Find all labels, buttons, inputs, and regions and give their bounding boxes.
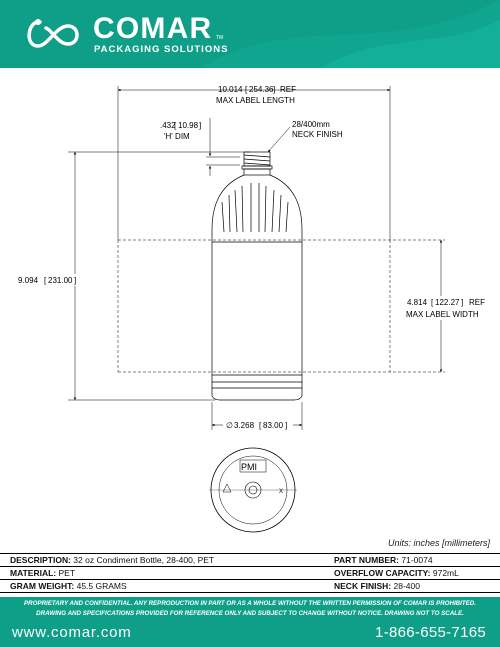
label-width-value: 4.814 (407, 298, 428, 307)
legal-line-2: DRAWING AND SPECIFICATIONS PROVIDED FOR … (36, 610, 464, 617)
overall-height-mm: 231.00 (48, 276, 73, 285)
material-value: PET (58, 568, 76, 578)
svg-text:]: ] (273, 85, 275, 94)
diameter-dimension: ∅ 3.268 [ 83.00 ] (211, 402, 303, 430)
gram-weight-value: 45.5 GRAMS (76, 581, 127, 591)
diameter-value: 3.268 (234, 421, 255, 430)
label-width-mm: 122.27 (435, 298, 460, 307)
overall-height-dimension: 9.094 [ 231.00 ] (14, 151, 250, 401)
neck-finish-callout: 28/400mm NECK FINISH (267, 120, 343, 153)
label-length-mm: 254.36 (249, 85, 274, 94)
comar-loop-logo-icon (27, 19, 79, 48)
website-link[interactable]: www.comar.com (12, 624, 132, 641)
gram-weight-cell: GRAM WEIGHT: 45.5 GRAMS (0, 579, 324, 593)
neck-finish-spec-value: 28-400 (393, 581, 420, 591)
h-dim-value: .432 (160, 121, 176, 130)
description-value: 32 oz Condiment Bottle, 28-400, PET (73, 555, 215, 565)
label-length-caption: MAX LABEL LENGTH (216, 96, 295, 105)
svg-text:]: ] (74, 276, 76, 285)
svg-text:]: ] (285, 421, 287, 430)
header-wave-decoration (200, 0, 500, 68)
brand-name: COMAR (93, 12, 213, 45)
svg-text:[: [ (431, 298, 434, 307)
svg-text:[: [ (259, 421, 262, 430)
description-cell: DESCRIPTION: 32 oz Condiment Bottle, 28-… (0, 553, 324, 567)
brand-tagline: PACKAGING SOLUTIONS (94, 44, 229, 55)
svg-text:[: [ (245, 85, 248, 94)
svg-text:[: [ (44, 276, 47, 285)
label-width-ref: REF (469, 298, 485, 307)
label-width-caption: MAX LABEL WIDTH (406, 310, 479, 319)
neck-finish-cell: NECK FINISH: 28-400 (324, 579, 500, 593)
base-x-mark: X (279, 489, 283, 495)
phone-number[interactable]: 1-866-655-7165 (375, 624, 486, 641)
spec-row: GRAM WEIGHT: 45.5 GRAMS NECK FINISH: 28-… (0, 579, 500, 593)
label-length-dimension: 10.014 [ 254.36 ] REF MAX LABEL LENGTH (117, 85, 391, 240)
spec-table: DESCRIPTION: 32 oz Condiment Bottle, 28-… (0, 553, 500, 593)
label-width-dimension: 4.814 [ 122.27 ] REF MAX LABEL WIDTH (404, 240, 496, 372)
material-cell: MATERIAL: PET (0, 566, 324, 580)
spec-row: MATERIAL: PET OVERFLOW CAPACITY: 972mL (0, 566, 500, 580)
bottle-technical-drawing: 10.014 [ 254.36 ] REF MAX LABEL LENGTH .… (14, 85, 496, 533)
h-dim-caption: 'H' DIM (164, 132, 190, 141)
overall-height-value: 9.094 (18, 276, 39, 285)
base-recycle-mark: PMI (241, 462, 257, 472)
svg-text:]: ] (199, 121, 201, 130)
diameter-symbol: ∅ (226, 421, 233, 430)
overflow-capacity-cell: OVERFLOW CAPACITY: 972mL (324, 566, 500, 580)
bottle-profile (211, 151, 303, 401)
overflow-capacity-value: 972mL (432, 568, 459, 578)
trademark-mark: TM (216, 35, 224, 41)
spec-row: DESCRIPTION: 32 oz Condiment Bottle, 28-… (0, 553, 500, 567)
neck-finish-caption: NECK FINISH (292, 130, 343, 139)
footer-bar: www.comar.com 1-866-655-7165 (0, 619, 500, 647)
diameter-mm: 83.00 (263, 421, 284, 430)
label-length-ref: REF (280, 85, 296, 94)
legal-line-1: PROPRIETARY AND CONFIDENTIAL. ANY REPROD… (24, 600, 476, 607)
legal-notice: PROPRIETARY AND CONFIDENTIAL. ANY REPROD… (0, 597, 500, 619)
svg-text:[: [ (174, 121, 177, 130)
h-dim-dimension: .432 [ 10.98 ] 'H' DIM (160, 118, 240, 176)
units-note: Units: inches [millimeters] (387, 538, 490, 548)
svg-text:]: ] (461, 298, 463, 307)
h-dim-mm: 10.98 (178, 121, 199, 130)
header-banner: COMAR TM PACKAGING SOLUTIONS (0, 0, 500, 68)
label-length-value: 10.014 (218, 85, 243, 94)
label-panel-outline (117, 239, 445, 373)
part-number-cell: PART NUMBER: 71-0074 (324, 553, 500, 567)
bottle-base-view (209, 447, 297, 533)
neck-finish-value: 28/400mm (292, 120, 330, 129)
part-number-value: 71-0074 (401, 555, 433, 565)
